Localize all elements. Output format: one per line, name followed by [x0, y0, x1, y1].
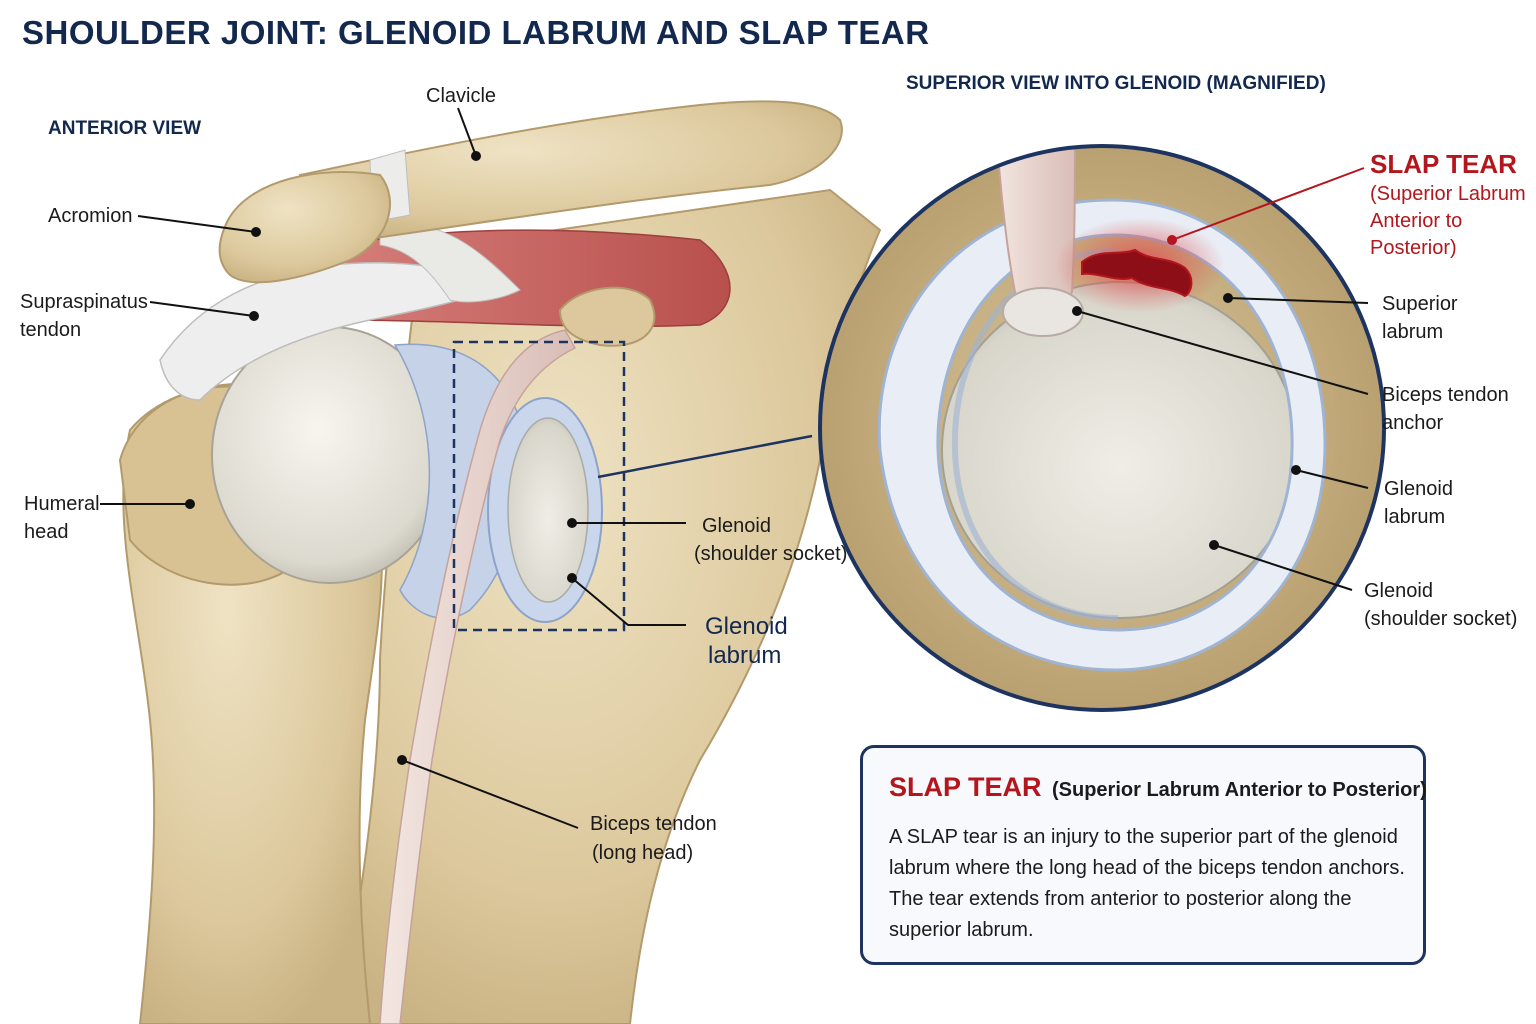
slap-tear: [1081, 248, 1193, 298]
label-biceps-anchor-line1: Biceps tendon: [1382, 384, 1509, 406]
label-glenoid-line1: Glenoid: [702, 515, 771, 537]
acromion-bone: [218, 171, 391, 284]
label-humeral-head-line1: Humeral: [24, 493, 100, 515]
superior-view-heading: SUPERIOR VIEW INTO GLENOID (MAGNIFIED): [906, 73, 1326, 94]
info-box-subtitle: (Superior Labrum Anterior to Posterior): [1051, 779, 1427, 801]
magnify-region-box: [452, 340, 626, 632]
leader-superior-labrum: [1227, 297, 1369, 304]
label-glenoid-labrum-line1: Glenoid: [705, 613, 788, 640]
info-box-body: A SLAP tear is an injury to the superior…: [889, 826, 1405, 941]
label-glenoid-line2: (shoulder socket): [694, 543, 848, 565]
label-biceps-anchor-line2: anchor: [1382, 412, 1444, 434]
magnify-connector: [597, 434, 813, 479]
leader-glenoid-labrum: [571, 577, 686, 626]
page-title: SHOULDER JOINT: GLENOID LABRUM AND SLAP …: [22, 14, 930, 51]
coracoid-process: [558, 286, 656, 347]
leader-supraspinatus: [149, 301, 255, 317]
label-acromion: Acromion: [48, 205, 133, 227]
leader-biceps: [401, 759, 579, 829]
label-humeral-head-line2: head: [24, 521, 69, 543]
ligament: [379, 222, 521, 303]
label-clavicle: Clavicle: [426, 85, 497, 107]
info-box-title: SLAP TEAR: [889, 772, 1042, 802]
slap-tear-info-box: SLAP TEAR (Superior Labrum Anterior to P…: [860, 745, 1427, 965]
glenoid-socket: [507, 417, 589, 603]
label-superior-labrum-line1: Superior: [1382, 293, 1458, 315]
label-biceps-line1: Biceps tendon: [590, 813, 717, 835]
leader-magnified-glenoid-labrum: [1295, 469, 1369, 489]
leader-magnified-glenoid: [1213, 544, 1353, 591]
label-glenoid-labrum-line2: labrum: [708, 642, 782, 669]
label-mag-glenoid-labrum-line2: labrum: [1384, 506, 1446, 528]
label-superior-labrum-line2: labrum: [1382, 321, 1444, 343]
label-supraspinatus-line2: tendon: [20, 319, 82, 341]
label-slap-tear-line2: (Superior Labrum: [1370, 183, 1526, 205]
magnified-labrum-ring: [877, 198, 1327, 672]
magnified-frame: [818, 144, 1386, 712]
anterior-view-illustration: [118, 100, 882, 1024]
leader-lines: [100, 107, 1369, 829]
label-supraspinatus-line1: Supraspinatus: [20, 291, 148, 313]
info-box-heading: SLAP TEAR (Superior Labrum Anterior to P…: [889, 772, 1427, 803]
biceps-tendon-long-head: [379, 329, 577, 1024]
label-slap-tear-line4: Posterior): [1370, 237, 1457, 259]
label-biceps-line2: (long head): [592, 842, 694, 864]
leader-biceps-anchor: [1076, 310, 1369, 395]
magnified-biceps-anchor: [1002, 287, 1084, 337]
label-slap-tear-line3: Anterior to: [1370, 210, 1463, 232]
magnified-view: [818, 144, 1386, 712]
leader-clavicle: [457, 107, 477, 157]
leader-acromion: [137, 215, 257, 233]
label-mag-glenoid-line1: Glenoid: [1364, 580, 1433, 602]
label-slap-tear-title: SLAP TEAR: [1370, 149, 1517, 179]
anterior-view-heading: ANTERIOR VIEW: [48, 118, 202, 139]
label-mag-glenoid-labrum-line1: Glenoid: [1384, 478, 1453, 500]
label-mag-glenoid-line2: (shoulder socket): [1364, 608, 1518, 630]
leader-slap-tear: [1171, 167, 1365, 241]
